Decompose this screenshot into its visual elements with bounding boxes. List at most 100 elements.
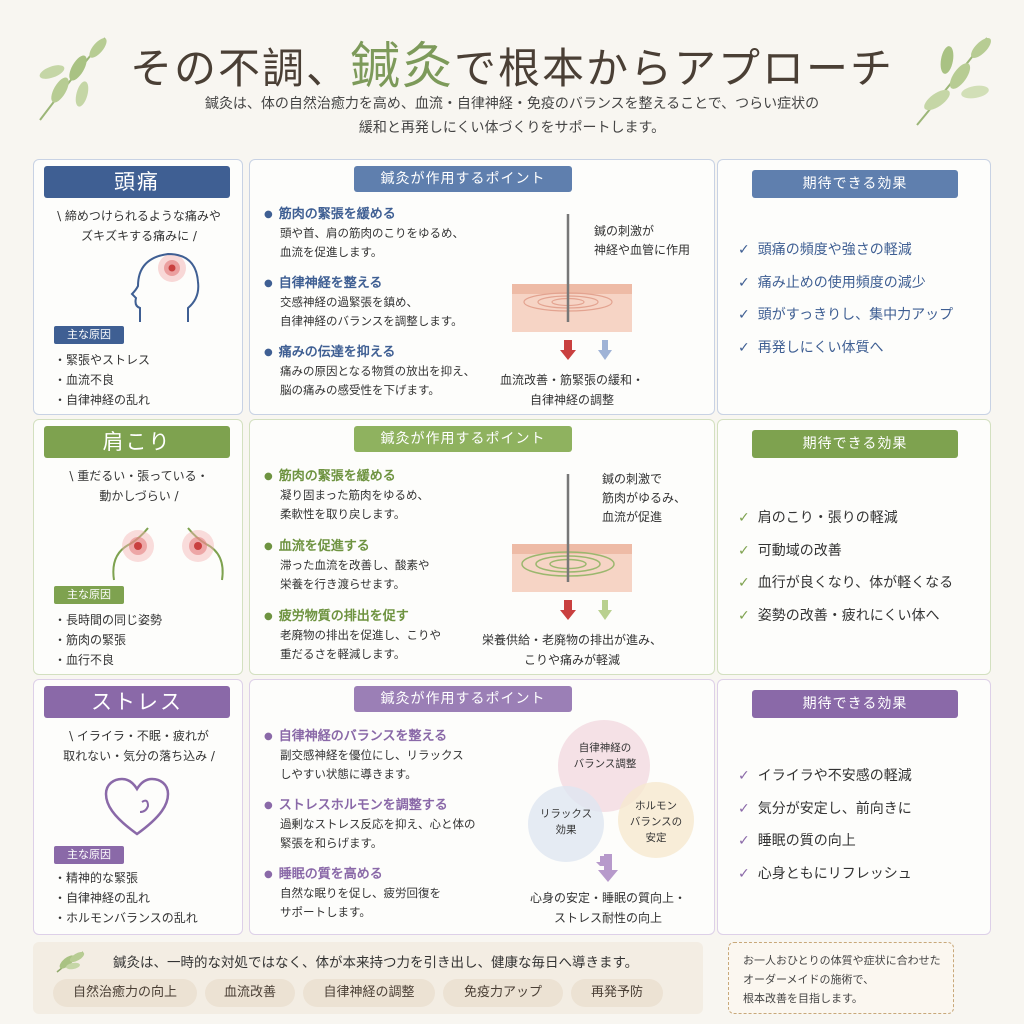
intro-line-1: 鍼灸は、体の自然治癒力を高め、血流・自律神経・免疫のバランスを整えることで、つら… (204, 96, 820, 112)
check-icon: ✓ (738, 768, 750, 784)
symptom-title: 肩こり (44, 426, 230, 458)
section-shoulder: 肩こり \ 重だるい・張っている・動かしづらい / 主な原因 長時間の同じ姿勢 … (33, 419, 991, 675)
check-icon: ✓ (738, 339, 750, 356)
shoulder-pain-icon (112, 527, 224, 581)
effect-item: ✓頭痛の頻度や強さの軽減 (738, 242, 912, 258)
cause-badge: 主な原因 (54, 846, 124, 864)
benefit-tag: 血流改善 (205, 979, 295, 1007)
effects-list: ✓肩のこり・張りの軽減 ✓可動域の改善 ✓血行が良くなり、体が軽くなる ✓姿勢の… (738, 502, 953, 632)
page-title: その不調、鍼灸で根本からアプローチ (129, 37, 895, 95)
check-icon: ✓ (738, 607, 750, 624)
down-arrow-icon (598, 854, 618, 882)
benefit-tag: 自律神経の調整 (303, 979, 435, 1007)
venn-diagram (528, 720, 694, 866)
leaf-decoration-right-icon (916, 37, 991, 126)
needle-note: 鍼の刺激が神経や血管に作用 (594, 224, 691, 257)
cause-item: ホルモンバランスの乱れ (54, 908, 198, 928)
effects-title: 期待できる効果 (752, 430, 958, 458)
points-panel: 鍼灸が作用するポイント 筋肉の緊張を緩める 凝り固まった筋肉をゆるめ、柔軟性を取… (249, 419, 715, 675)
intro-text: 鍼灸は、体の自然治癒力を高め、血流・自律神経・免疫のバランスを整えることで、つら… (150, 92, 874, 140)
effect-item: ✓気分が安定し、前向きに (738, 800, 912, 817)
symptom-description: \ 重だるい・張っている・動かしづらい / (69, 469, 209, 503)
effect-item: ✓睡眠の質の向上 (738, 833, 856, 849)
effects-list: ✓頭痛の頻度や強さの軽減 ✓痛み止めの使用頻度の減少 ✓頭がすっきりし、集中力ア… (738, 234, 953, 364)
cause-list: 精神的な緊張 自律神経の乱れ ホルモンバランスの乱れ (54, 868, 198, 928)
point-item: 自律神経を整える 交感神経の過緊張を鎮め、自律神経のバランスを調整します。 (264, 275, 514, 331)
footer-message: 鍼灸は、一時的な対処ではなく、体が本来持つ力を引き出し、健康な毎日へ導きます。 (113, 955, 639, 971)
cause-list: 長時間の同じ姿勢 筋肉の緊張 血行不良 (54, 610, 162, 670)
cause-item: 血流不良 (54, 370, 150, 390)
points-panel: 鍼灸が作用するポイント 筋肉の緊張を緩める 頭や首、肩の筋肉のこりをゆるめ、血流… (249, 159, 715, 415)
cause-item: 緊張やストレス (54, 350, 150, 370)
leaf-icon (56, 951, 85, 973)
points-panel: 鍼灸が作用するポイント 自律神経のバランスを整える 副交感神経を優位にし、リラッ… (249, 679, 715, 935)
effect-item: ✓イライラや不安感の軽減 (738, 768, 912, 784)
needle-skin-illustration (512, 214, 632, 360)
effects-panel: 期待できる効果 ✓頭痛の頻度や強さの軽減 ✓痛み止めの使用頻度の減少 ✓頭がすっ… (717, 159, 991, 415)
mechanism-caption: 栄養供給・老廃物の排出が進み、こりや痛みが軽減 (481, 633, 662, 667)
check-icon: ✓ (738, 274, 750, 291)
heart-icon (104, 777, 170, 836)
check-icon: ✓ (738, 307, 750, 323)
cause-item: 自律神経の乱れ (54, 888, 198, 908)
check-icon: ✓ (738, 575, 750, 591)
footer-banner: 鍼灸は、一時的な対処ではなく、体が本来持つ力を引き出し、健康な毎日へ導きます。 … (33, 942, 703, 1014)
circle-label-right: ホルモンバランスの安定 (629, 800, 683, 844)
effect-item: ✓血行が良くなり、体が軽くなる (738, 575, 954, 591)
intro-line-2: 緩和と再発しにくい体づくりをサポートします。 (358, 120, 666, 136)
effect-item: ✓痛み止めの使用頻度の減少 (738, 274, 926, 291)
side-note: お一人おひとりの体質や症状に合わせた オーダーメイドの施術で、 根本改善を目指し… (728, 942, 954, 1014)
symptom-title: ストレス (44, 686, 230, 718)
points-title: 鍼灸が作用するポイント (354, 166, 572, 192)
point-item: 痛みの伝達を抑える 痛みの原因となる物質の放出を抑え、脳の痛みの感受性を下げます… (264, 344, 514, 400)
effect-item: ✓可動域の改善 (738, 542, 842, 559)
check-icon: ✓ (738, 510, 750, 526)
effects-list: ✓イライラや不安感の軽減 ✓気分が安定し、前向きに ✓睡眠の質の向上 ✓心身とも… (738, 760, 912, 890)
point-item: 筋肉の緊張を緩める 凝り固まった筋肉をゆるめ、柔軟性を取り戻します。 (264, 468, 514, 524)
needle-note: 鍼の刺激で筋肉がゆるみ、血流が促進 (602, 472, 687, 524)
cause-badge: 主な原因 (54, 586, 124, 604)
point-item: 自律神経のバランスを整える 副交感神経を優位にし、リラックスしやすい状態に導きま… (264, 728, 514, 784)
circle-label-left: リラックス効果 (539, 808, 593, 836)
benefit-tag: 免疫力アップ (443, 979, 563, 1007)
mechanism-caption: 血流改善・筋緊張の緩和・自律神経の調整 (499, 373, 644, 407)
effect-item: ✓頭がすっきりし、集中力アップ (738, 307, 954, 323)
effect-item: ✓心身ともにリフレッシュ (738, 865, 912, 882)
points-title: 鍼灸が作用するポイント (354, 686, 572, 712)
effects-panel: 期待できる効果 ✓肩のこり・張りの軽減 ✓可動域の改善 ✓血行が良くなり、体が軽… (717, 419, 991, 675)
symptom-title: 頭痛 (44, 166, 230, 198)
benefit-tag: 再発予防 (571, 979, 663, 1007)
effects-title: 期待できる効果 (752, 690, 958, 718)
check-icon: ✓ (738, 865, 750, 882)
cause-item: 血行不良 (54, 650, 162, 670)
effect-item: ✓肩のこり・張りの軽減 (738, 510, 898, 526)
effect-item: ✓姿勢の改善・疲れにくい体へ (738, 607, 940, 624)
circle-label-top: 自律神経のバランス調整 (573, 742, 637, 770)
effect-item: ✓再発しにくい体質へ (738, 339, 884, 356)
cause-badge: 主な原因 (54, 326, 124, 344)
cause-item: 長時間の同じ姿勢 (54, 610, 162, 630)
cause-list: 緊張やストレス 血流不良 自律神経の乱れ (54, 350, 150, 410)
points-title: 鍼灸が作用するポイント (354, 426, 572, 452)
mechanism-caption: 心身の安定・睡眠の質向上・ストレス耐性の向上 (529, 891, 686, 925)
check-icon: ✓ (738, 833, 750, 849)
leaf-decoration-left-icon (39, 37, 107, 121)
needle-muscle-illustration (512, 474, 632, 620)
symptom-description: \ イライラ・不眠・疲れが取れない・気分の落ち込み / (63, 729, 215, 763)
check-icon: ✓ (738, 800, 750, 817)
symptom-description: \ 締めつけられるような痛みやズキズキする痛みに / (57, 209, 221, 243)
benefit-tag: 自然治癒力の向上 (53, 979, 197, 1007)
effects-panel: 期待できる効果 ✓イライラや不安感の軽減 ✓気分が安定し、前向きに ✓睡眠の質の… (717, 679, 991, 935)
title-accent: 鍼灸 (350, 37, 454, 95)
head-pain-icon (130, 252, 200, 322)
cause-item: 自律神経の乱れ (54, 390, 150, 410)
point-item: 筋肉の緊張を緩める 頭や首、肩の筋肉のこりをゆるめ、血流を促進します。 (264, 206, 514, 262)
check-icon: ✓ (738, 242, 750, 258)
check-icon: ✓ (738, 542, 750, 559)
